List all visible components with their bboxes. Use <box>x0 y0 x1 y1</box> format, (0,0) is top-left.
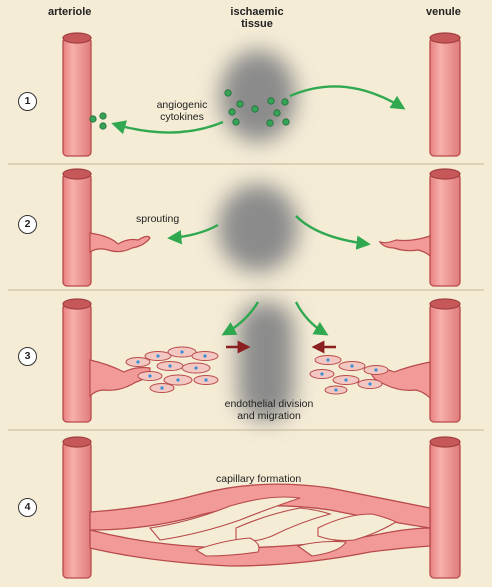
caption-3-line1: endothelial division <box>214 398 324 410</box>
caption-1-line1: angiogenic <box>142 99 222 111</box>
cytokine-dot <box>268 98 274 104</box>
cytokine-dot <box>100 113 106 119</box>
cytokine-dot <box>252 106 258 112</box>
arteriole-vessel-1 <box>63 33 91 156</box>
header-tissue-line1: ischaemic <box>222 6 292 18</box>
step-number-4: 4 <box>18 498 37 517</box>
cytokine-dot <box>267 120 273 126</box>
cytokine-dot <box>283 119 289 125</box>
venule-vessel-4 <box>430 437 460 578</box>
caption-3-line2: and migration <box>214 410 324 422</box>
caption-sprouting: sprouting <box>136 213 179 225</box>
cytokine-dot <box>225 90 231 96</box>
header-arteriole: arteriole <box>48 6 91 18</box>
step-number-2: 2 <box>18 215 37 234</box>
header-venule: venule <box>426 6 461 18</box>
step-number-3: 3 <box>18 347 37 366</box>
caption-1-line2: cytokines <box>142 111 222 123</box>
caption-capillary-formation: capillary formation <box>216 473 301 485</box>
ischaemic-tissue-2 <box>218 184 298 272</box>
cytokine-dot <box>233 119 239 125</box>
cytokine-dot <box>229 109 235 115</box>
cytokine-dot <box>100 123 106 129</box>
arteriole-vessel-4 <box>63 437 91 578</box>
cytokine-dot <box>282 99 288 105</box>
step-number-1: 1 <box>18 92 37 111</box>
caption-angiogenic-cytokines: angiogenic cytokines <box>142 99 222 123</box>
ischaemic-tissue-1 <box>220 50 296 142</box>
venule-vessel-1 <box>430 33 460 156</box>
cytokine-dot <box>90 116 96 122</box>
header-ischaemic-tissue: ischaemic tissue <box>222 6 292 30</box>
cytokine-dot <box>237 101 243 107</box>
cytokine-dot <box>274 110 280 116</box>
header-tissue-line2: tissue <box>222 18 292 30</box>
caption-endothelial-division: endothelial division and migration <box>214 398 324 422</box>
